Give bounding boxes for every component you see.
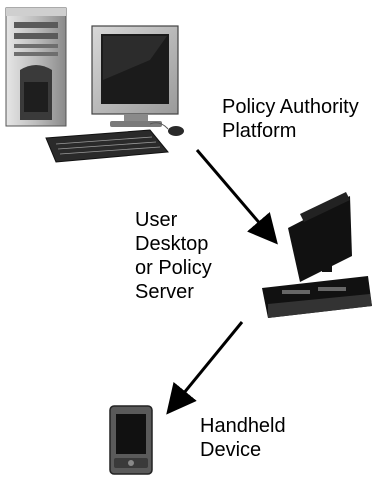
desktop-tower-computer-icon: [5, 7, 184, 163]
label-handheld-device: Handheld Device: [200, 415, 286, 461]
workstation-computer-icon: [262, 192, 372, 318]
arrow-policy-to-desktop: [195, 149, 278, 245]
label-policy-authority-platform: Policy Authority Platform: [222, 96, 359, 142]
arrow-desktop-to-handheld: [166, 321, 244, 415]
pda-handheld-icon: [109, 405, 153, 475]
label-user-desktop: User Desktop or Policy Server: [135, 209, 212, 303]
